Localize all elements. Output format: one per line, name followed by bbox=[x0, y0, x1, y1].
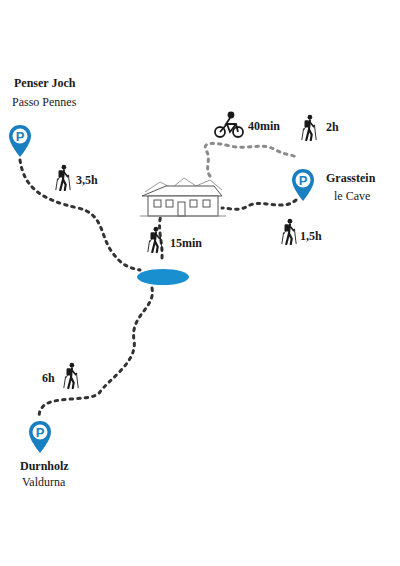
hiker-icon bbox=[64, 363, 78, 388]
parking-letter: P bbox=[36, 426, 45, 439]
duration: 40min bbox=[248, 120, 280, 132]
hiker-icon bbox=[282, 219, 296, 244]
parking-pin bbox=[292, 169, 314, 201]
bike-trail bbox=[205, 143, 298, 176]
place-subname: Passo Pennes bbox=[12, 96, 76, 108]
lake bbox=[137, 269, 189, 285]
place-name: Durnholz bbox=[20, 460, 69, 472]
bike-icon bbox=[215, 113, 243, 138]
duration: 6h bbox=[42, 372, 55, 384]
parking-pin bbox=[9, 125, 31, 157]
trails bbox=[20, 160, 296, 418]
duration: 3,5h bbox=[76, 174, 98, 186]
place-subname: le Cave bbox=[334, 190, 370, 202]
parking-pin bbox=[29, 421, 51, 453]
parking-letter: P bbox=[299, 174, 308, 187]
parking-letter: P bbox=[16, 130, 25, 143]
duration: 15min bbox=[170, 237, 202, 249]
duration: 2h bbox=[326, 121, 339, 133]
hut-illustration bbox=[140, 178, 226, 216]
hiker-icon bbox=[302, 115, 316, 140]
duration: 1,5h bbox=[300, 230, 322, 242]
place-name: Grasstein bbox=[326, 172, 375, 184]
place-name: Penser Joch bbox=[14, 77, 75, 89]
place-subname: Valdurna bbox=[22, 476, 65, 488]
hiker-icon bbox=[148, 227, 162, 252]
hiker-icon bbox=[56, 165, 70, 190]
